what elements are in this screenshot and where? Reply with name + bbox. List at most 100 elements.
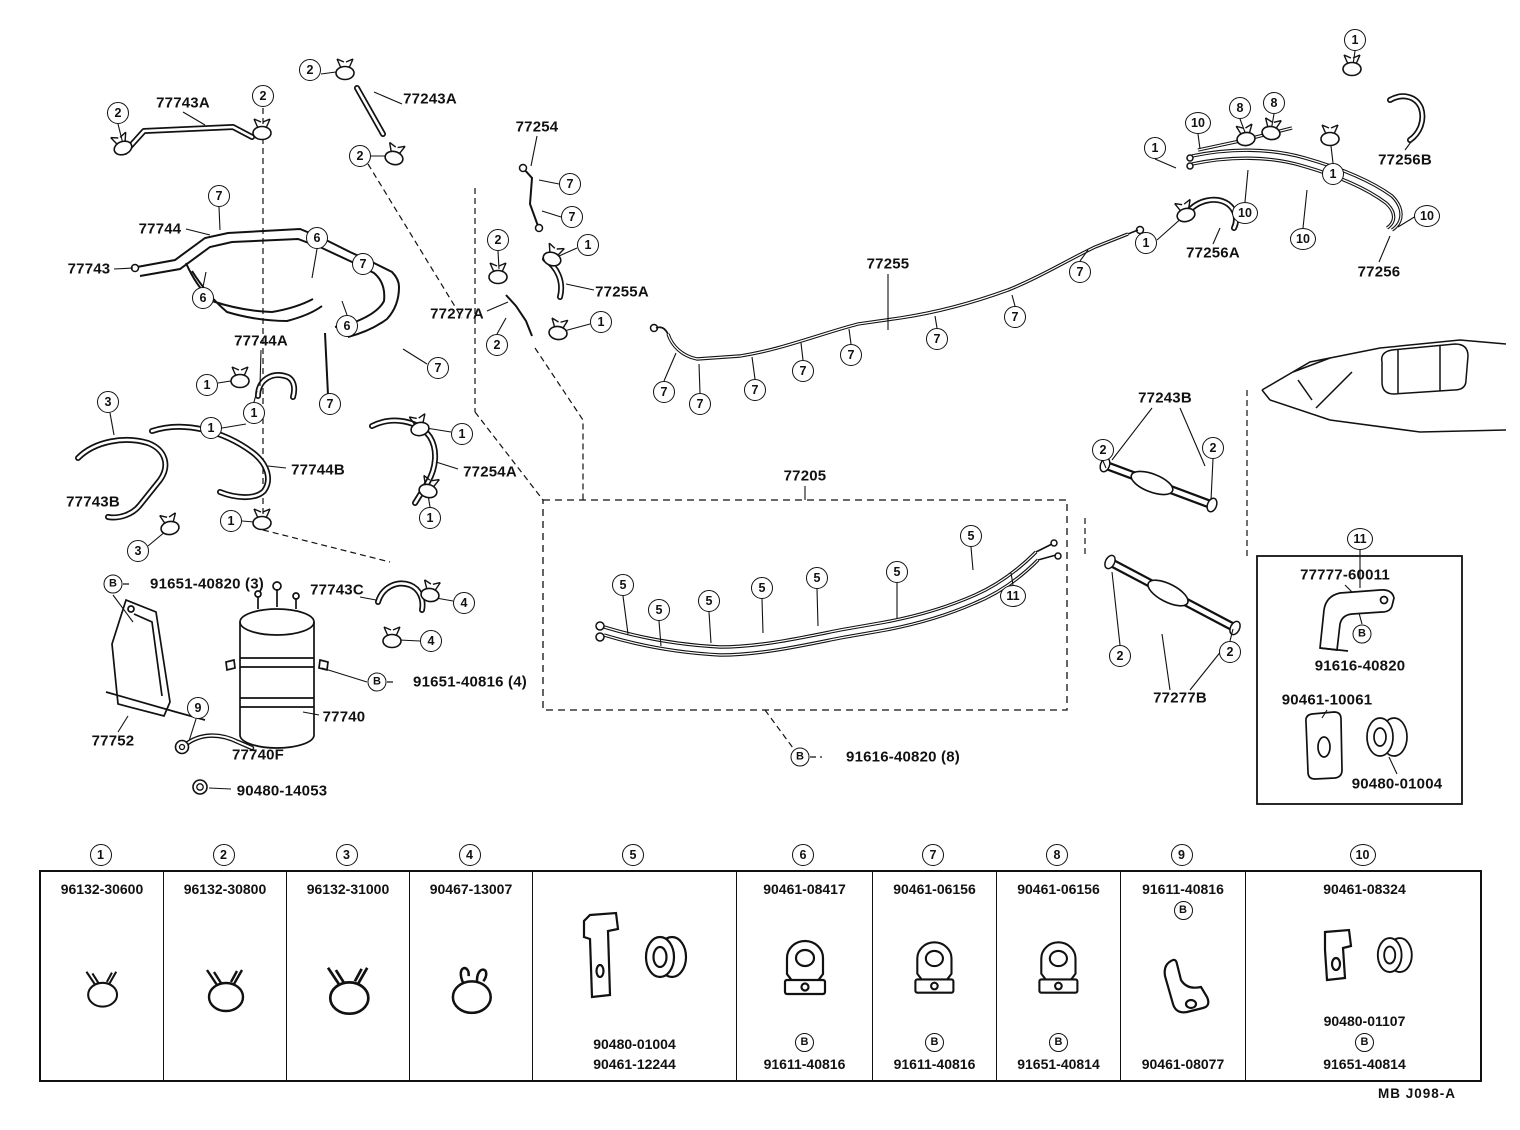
pipe-clamp-icon xyxy=(773,928,837,1002)
legend-row: B xyxy=(795,1033,814,1052)
callout-9: 9 xyxy=(187,697,209,719)
legend-callout-3: 3 xyxy=(335,844,358,866)
part-label: 77256B xyxy=(1378,151,1432,169)
legend-callout-10: 10 xyxy=(1349,844,1376,866)
badge-B: B xyxy=(1173,901,1193,920)
legend-header-cell: 6 xyxy=(735,840,871,870)
legend-row: 96132-30800 xyxy=(184,881,267,897)
callout-1: 1 xyxy=(200,417,222,439)
part-label: 90480-01004 xyxy=(1351,775,1443,793)
legend-header-cell: 3 xyxy=(285,840,408,870)
legend-row: 91611-40816 xyxy=(894,1056,976,1072)
part-label: 77744A xyxy=(234,332,288,350)
legend-row: 90461-08324 xyxy=(1323,881,1406,897)
callout-1: 1 xyxy=(220,510,242,532)
part-number: 91611-40816 xyxy=(893,1056,976,1072)
legend-row xyxy=(190,901,260,1072)
footer-code: MB J098-A xyxy=(1378,1086,1457,1101)
callout-2: 2 xyxy=(299,59,321,81)
callout-1: 1 xyxy=(196,374,218,396)
part-label: 77277B xyxy=(1153,689,1207,707)
legend-row xyxy=(1151,924,1215,1052)
legend-row: 90461-08417 xyxy=(763,881,846,897)
part-label: 77256 xyxy=(1357,263,1401,281)
badge-B: B xyxy=(1049,1033,1068,1052)
part-number: 91611-40816 xyxy=(1142,881,1224,897)
callout-2: 2 xyxy=(107,102,129,124)
legend-header-cell: 1 xyxy=(39,840,162,870)
callout-7: 7 xyxy=(653,381,675,403)
badge-B: B xyxy=(795,1033,814,1052)
part-number: 96132-30600 xyxy=(60,881,144,897)
callout-11: 11 xyxy=(1347,528,1373,550)
callout-5: 5 xyxy=(886,561,908,583)
part-label: 77277A xyxy=(430,305,484,323)
legend-row: 90461-08077 xyxy=(1142,1056,1225,1072)
callout-5: 5 xyxy=(751,577,773,599)
legend-grid: 96132-30600 96132-30800 96132-31000 9046… xyxy=(39,870,1482,1082)
callout-1: 1 xyxy=(1322,163,1344,185)
grommet-icon xyxy=(1371,927,1419,983)
callout-11: 11 xyxy=(1000,585,1026,607)
callout-7: 7 xyxy=(1004,306,1026,328)
part-label: 77255A xyxy=(595,283,649,301)
part-number: 90461-06156 xyxy=(1017,881,1100,897)
legend-row xyxy=(576,881,694,1032)
legend-row: 90461-06156 xyxy=(893,881,976,897)
callout-2: 2 xyxy=(252,85,274,107)
callout-2: 2 xyxy=(1109,645,1131,667)
callout-5: 5 xyxy=(960,525,982,547)
part-number: 91651-40814 xyxy=(1017,1056,1100,1072)
part-number: 90461-06156 xyxy=(893,881,976,897)
part-label: 77243A xyxy=(403,90,457,108)
callout-5: 5 xyxy=(612,574,634,596)
callout-1: 1 xyxy=(1144,137,1166,159)
callout-7: 7 xyxy=(427,357,449,379)
hose-clamp-medium-icon xyxy=(190,955,260,1019)
callout-2: 2 xyxy=(349,145,371,167)
legend-row: 90467-13007 xyxy=(430,881,513,897)
callout-7: 7 xyxy=(926,328,948,350)
callout-B: B xyxy=(367,672,387,692)
callout-4: 4 xyxy=(453,592,475,614)
legend-row: B xyxy=(1173,901,1193,920)
callout-7: 7 xyxy=(840,344,862,366)
callout-3: 3 xyxy=(127,540,149,562)
legend-header-cell: 9 xyxy=(1119,840,1244,870)
legend-callout-6: 6 xyxy=(792,844,814,866)
legend-row xyxy=(904,901,965,1029)
part-label: 90461-10061 xyxy=(1281,691,1373,709)
callout-5: 5 xyxy=(698,590,720,612)
callout-7: 7 xyxy=(792,360,814,382)
callout-10: 10 xyxy=(1232,202,1258,224)
callout-7: 7 xyxy=(1069,261,1091,283)
part-number: 91611-40816 xyxy=(763,1056,846,1072)
part-label: 77740F xyxy=(231,746,285,764)
callout-1: 1 xyxy=(1344,29,1366,51)
hose-clamp-small-icon xyxy=(72,959,132,1013)
legend-row xyxy=(434,901,508,1072)
callout-10: 10 xyxy=(1185,112,1211,134)
legend-cell-8: 90461-06156 B 91651-40814 xyxy=(997,872,1121,1080)
part-label: 77254A xyxy=(463,463,517,481)
grommet-icon xyxy=(638,924,694,990)
part-number: 90461-12244 xyxy=(593,1056,676,1072)
part-label: 91651-40816 (4) xyxy=(413,673,527,691)
legend-row: 91651-40814 xyxy=(1017,1056,1100,1072)
part-label: 77752 xyxy=(91,732,135,750)
part-number: 96132-30800 xyxy=(183,881,267,897)
legend-row xyxy=(72,901,132,1072)
callout-7: 7 xyxy=(559,173,581,195)
callout-5: 5 xyxy=(648,599,670,621)
callout-2: 2 xyxy=(1202,437,1224,459)
pipe-clamp-icon xyxy=(1028,930,1089,1000)
callout-2: 2 xyxy=(1092,439,1114,461)
part-label: 77777-60011 xyxy=(1300,566,1390,584)
pipe-clamp-icon xyxy=(904,930,965,1000)
callout-1: 1 xyxy=(590,311,612,333)
part-label: 91651-40820 (3) xyxy=(150,575,264,593)
